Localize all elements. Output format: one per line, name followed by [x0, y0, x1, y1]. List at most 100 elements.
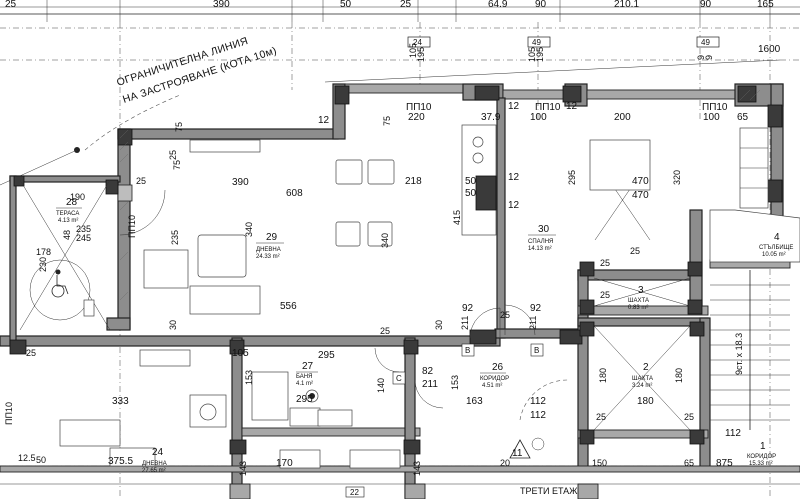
svg-text:50: 50 [36, 455, 46, 465]
svg-text:295: 295 [318, 350, 335, 361]
svg-text:295: 295 [567, 170, 577, 185]
svg-text:27: 27 [302, 361, 314, 372]
svg-text:СПАЛНЯ: СПАЛНЯ [528, 239, 553, 245]
axis-24-sub-a: 105 [408, 43, 418, 58]
svg-text:3: 3 [638, 285, 644, 296]
svg-text:556: 556 [280, 301, 297, 312]
window-label-terrace: ПП10 [127, 215, 137, 238]
svg-text:29: 29 [266, 232, 278, 243]
axis-49b-sub-2: 9 [704, 55, 714, 60]
svg-text:15.33 m²: 15.33 m² [749, 461, 773, 467]
svg-text:65: 65 [737, 112, 749, 123]
svg-text:82: 82 [422, 366, 434, 377]
svg-text:92: 92 [530, 303, 542, 314]
svg-text:14.13 m²: 14.13 m² [528, 246, 552, 252]
svg-text:150: 150 [592, 458, 607, 468]
svg-text:49: 49 [701, 38, 710, 47]
bottom-edge-details [0, 483, 800, 499]
svg-text:235: 235 [170, 230, 180, 245]
svg-text:75: 75 [174, 122, 184, 132]
svg-text:25: 25 [136, 176, 146, 186]
svg-text:12: 12 [508, 101, 520, 112]
svg-text:65: 65 [684, 458, 694, 468]
window-label-bed-2: ПП10 [702, 102, 728, 113]
window-label-left: ПП10 [4, 402, 14, 425]
axis-tag-49b: 49 9 9 [696, 36, 720, 60]
svg-text:12: 12 [566, 101, 578, 112]
svg-text:22: 22 [350, 488, 359, 497]
svg-text:30: 30 [538, 224, 550, 235]
svg-text:12: 12 [318, 115, 330, 126]
room-1: 1 КОРИДОР 15.33 m² [747, 441, 776, 467]
svg-text:30: 30 [434, 320, 444, 330]
axis-49b-sub: 9 [696, 55, 706, 60]
svg-text:163: 163 [466, 396, 483, 407]
svg-text:200: 200 [614, 112, 631, 123]
svg-text:340: 340 [380, 233, 390, 248]
svg-text:333: 333 [112, 396, 129, 407]
axis-49a-sub-b: 195 [535, 47, 545, 62]
svg-text:211: 211 [528, 316, 538, 330]
furniture [59, 124, 769, 469]
columns [9, 85, 783, 455]
svg-text:ДНЕВНА: ДНЕВНА [256, 247, 281, 253]
svg-text:3.24 m²: 3.24 m² [632, 383, 652, 389]
top-dim-5: 64.9 [488, 0, 508, 10]
svg-text:230: 230 [38, 257, 48, 272]
svg-text:112: 112 [530, 396, 546, 407]
svg-text:КОРИДОР: КОРИДОР [747, 454, 776, 460]
top-dim-3: 50 [340, 0, 352, 10]
room-24: 24 ДНЕВНА 27.65 m² [142, 447, 167, 474]
svg-text:608: 608 [286, 188, 303, 199]
svg-text:26: 26 [492, 362, 504, 373]
svg-text:1: 1 [760, 441, 766, 452]
svg-text:24: 24 [413, 38, 422, 47]
svg-text:2: 2 [643, 362, 649, 373]
room-29: 29 ДНЕВНА 24.33 m² [256, 232, 284, 260]
svg-text:112: 112 [725, 428, 741, 439]
svg-text:50: 50 [465, 176, 477, 187]
window-label-bed-1: ПП10 [535, 102, 561, 113]
top-dim-2: 390 [213, 0, 230, 10]
door-tags: B B C [392, 343, 544, 385]
svg-text:218: 218 [405, 176, 422, 187]
svg-text:50: 50 [465, 188, 477, 199]
svg-text:220: 220 [408, 112, 425, 123]
shaft-marks [593, 277, 691, 431]
axis-tag-24: 24 105 195 [407, 36, 431, 62]
svg-text:211: 211 [422, 379, 438, 390]
svg-text:20: 20 [500, 458, 510, 468]
wall-hatching [119, 89, 761, 301]
axis-24-sub-b: 195 [416, 47, 426, 62]
svg-text:25: 25 [26, 348, 36, 358]
svg-text:КОРИДОР: КОРИДОР [480, 376, 509, 382]
svg-text:140: 140 [376, 378, 386, 393]
svg-text:143: 143 [238, 461, 248, 476]
svg-text:143: 143 [412, 461, 422, 476]
svg-text:4.13 m²: 4.13 m² [58, 218, 78, 224]
top-dimension-chain: 25 390 50 25 64.9 90 210.1 90 165 [0, 0, 800, 22]
svg-text:C: C [396, 374, 402, 383]
room-27: 27 БАНЯ 4.1 m² [296, 361, 318, 387]
axis-tag-49a: 49 105 195 [527, 36, 551, 62]
room-26: 26 КОРИДОР 4.51 m² [480, 362, 509, 389]
window-label-living: ПП10 [406, 102, 432, 113]
svg-text:340: 340 [244, 222, 254, 237]
svg-text:24: 24 [152, 447, 164, 458]
third-floor-label: ТРЕТИ ЕТАЖ [520, 486, 578, 496]
svg-text:25: 25 [600, 258, 610, 268]
svg-text:211: 211 [460, 316, 470, 330]
terrace-area [19, 179, 111, 331]
svg-text:320: 320 [672, 170, 682, 185]
svg-text:B: B [465, 346, 470, 355]
building-line-note: ОГРАНИЧИТЕЛНА ЛИНИЯ НА ЗАСТРОЯВАНЕ (КОТА… [0, 35, 278, 186]
window-labels: ПП10 ПП10 ПП10 ПП10 ПП10 [4, 102, 728, 425]
svg-text:390: 390 [232, 177, 249, 188]
svg-text:24.33 m²: 24.33 m² [256, 254, 280, 260]
svg-text:49: 49 [532, 38, 541, 47]
top-dim-9: 165 [757, 0, 774, 10]
svg-text:B: B [534, 346, 539, 355]
room-3: 3 ШАХТА 0.83 m² [628, 285, 649, 311]
svg-text:25: 25 [168, 150, 178, 160]
svg-text:27.65 m²: 27.65 m² [142, 468, 166, 474]
